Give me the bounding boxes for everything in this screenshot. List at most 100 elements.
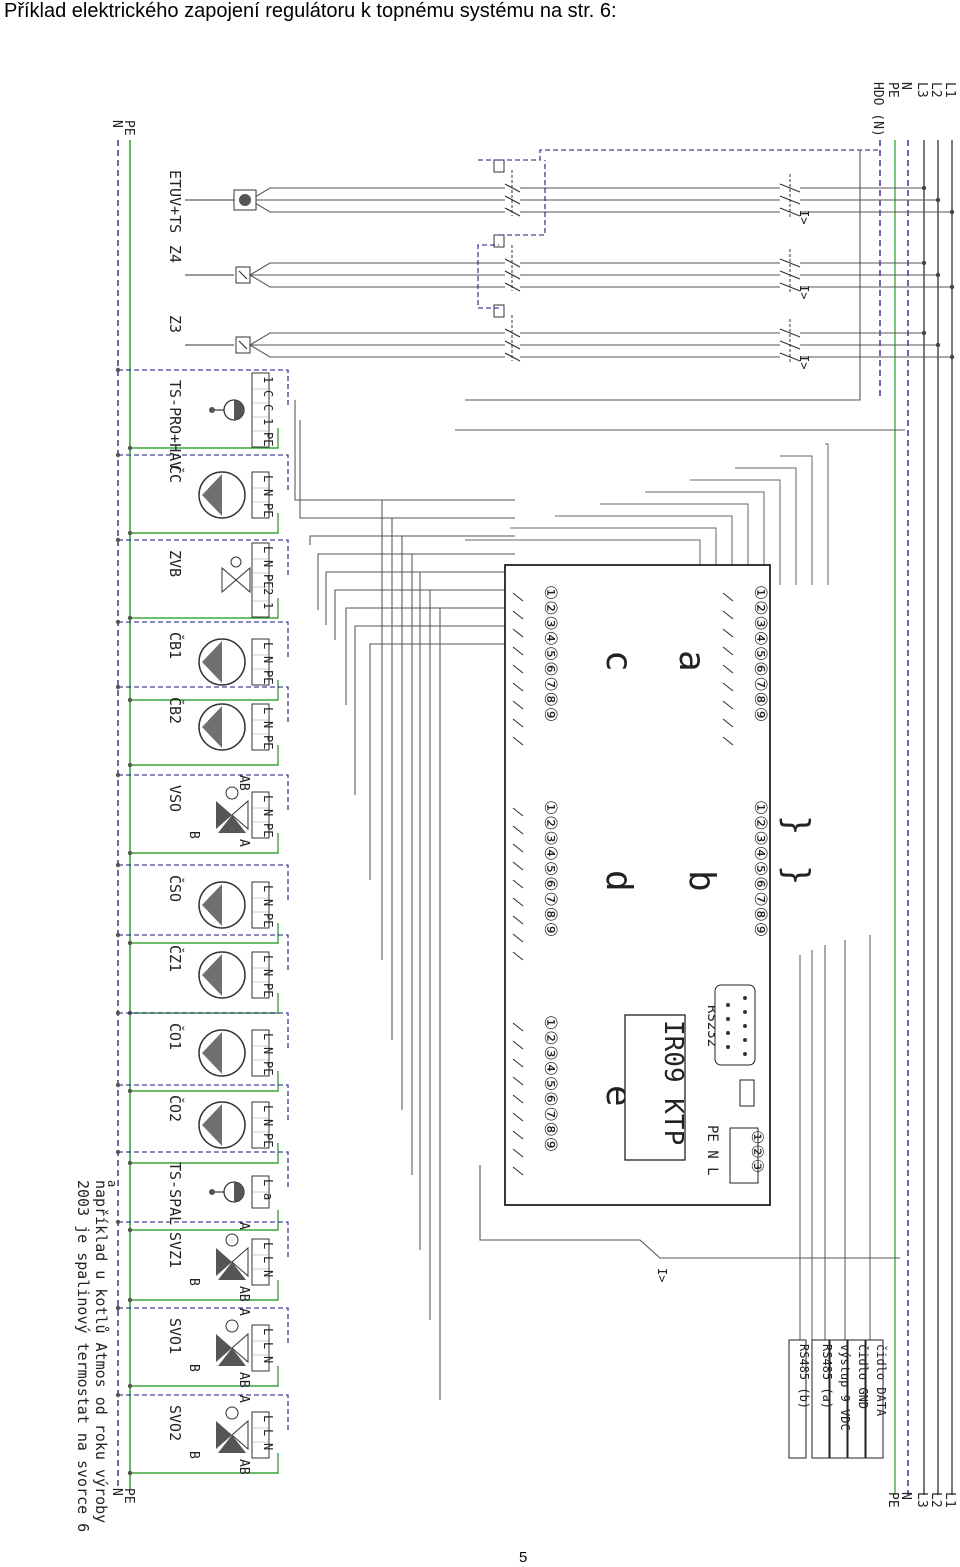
- terminal-contact: [512, 682, 524, 692]
- valve-port-label: AB: [236, 1459, 251, 1475]
- breaker-label: I>: [797, 285, 811, 299]
- heater-phase-wire: [249, 344, 505, 358]
- breaker-label: I>: [655, 1268, 669, 1282]
- junction-dot: [127, 1297, 133, 1303]
- terminal-contact: [512, 1058, 524, 1068]
- load-label: VSO: [166, 785, 184, 812]
- valve-actuator: [225, 1319, 239, 1333]
- rs232-pin: [726, 1003, 730, 1007]
- brace-b2: }: [776, 865, 816, 885]
- block-letter-c: c: [598, 650, 639, 672]
- relay-wire: [735, 467, 797, 585]
- terminal-label: N: [261, 1047, 275, 1054]
- heater-phase-wire: [249, 332, 505, 346]
- thermostat-fill: [234, 1182, 244, 1202]
- junction-dot: [127, 1088, 133, 1094]
- terminal-contact: [512, 807, 524, 817]
- heater-symbol: [239, 194, 251, 206]
- junction-dot: [115, 862, 121, 868]
- valve-port-label: AB: [236, 1372, 251, 1388]
- terminal-contact: [722, 628, 734, 638]
- pe-branch-wire: [130, 1453, 279, 1474]
- right-bus-label-bottom: L3: [914, 1492, 929, 1508]
- terminal-label: L: [261, 1328, 275, 1335]
- terminal-contact: [512, 1112, 524, 1122]
- signal-label: výstup 9 VDC: [838, 1344, 852, 1431]
- thermostat-dot: [209, 1189, 215, 1195]
- control-wire: [334, 589, 515, 640]
- heater-phase-wire: [249, 187, 505, 201]
- load-label: TS-SPAL: [166, 1162, 184, 1225]
- terminal-contact: [512, 1076, 524, 1086]
- signal-label: RS485 (a): [820, 1344, 834, 1409]
- valve-port-label: AB: [236, 775, 251, 791]
- terminal-label: PE: [261, 983, 275, 997]
- contactor-coil: [493, 159, 505, 173]
- valve-half: [235, 566, 251, 594]
- valve-actuator: [225, 1233, 239, 1247]
- terminal-strip: [251, 1411, 270, 1459]
- signal-label: RS485 (b): [797, 1344, 811, 1409]
- terminal-contact: [512, 843, 524, 853]
- right-bus-label-top: PE: [885, 82, 900, 98]
- pump-icon: [198, 1029, 246, 1077]
- load-label: ČZ1: [166, 945, 185, 972]
- junction-dot: [921, 185, 927, 191]
- terminal-contact: [512, 1022, 524, 1032]
- terminal-label: L: [261, 642, 275, 649]
- terminal-label: L: [261, 1256, 275, 1263]
- heater-phase-wire: [249, 199, 505, 213]
- terminal-strip: [251, 881, 270, 929]
- footnote-line1: například u kotlů Atmos od roku výroby: [92, 1180, 110, 1523]
- terminal-label: N: [261, 1356, 275, 1363]
- valve-port-label: B: [186, 1451, 201, 1459]
- junction-dot: [949, 209, 955, 215]
- block-letter-a: a: [671, 650, 712, 672]
- relay-wire: [600, 503, 749, 585]
- control-wire: [391, 517, 515, 1040]
- valve-half: [231, 1332, 249, 1364]
- junction-dot: [127, 445, 133, 451]
- junction-dot: [115, 772, 121, 778]
- right-bus-label-bottom: L1: [942, 1492, 957, 1508]
- load-z3: Z3: [166, 315, 251, 354]
- valve-half: [231, 799, 249, 831]
- terminal-block-c-digits: ①②③④⑤⑥⑦⑧⑨: [540, 585, 560, 722]
- terminal-contact: [512, 1166, 524, 1176]
- three-way-valve-icon: [216, 801, 232, 829]
- terminal-contact: [722, 718, 734, 728]
- valve-half: [231, 1419, 249, 1451]
- block-letter-b: b: [681, 870, 722, 892]
- terminal-contact: [512, 1130, 524, 1140]
- terminal-strip: [251, 1238, 270, 1286]
- terminal-contact: [722, 646, 734, 656]
- n-branch-wire: [118, 1394, 289, 1430]
- wiring: I>I>I>I>: [115, 149, 955, 1476]
- n-branch-wire: [118, 454, 289, 490]
- terminal-label: N: [261, 721, 275, 728]
- terminal-label: L: [261, 1429, 275, 1436]
- terminal-label: a: [261, 1193, 275, 1200]
- breaker-label: I>: [797, 210, 811, 224]
- terminal-strip: [251, 638, 270, 686]
- control-wire: [381, 499, 515, 960]
- right-bus-label-bottom: N: [898, 1492, 913, 1500]
- valve-half: [218, 1348, 246, 1366]
- junction-dot: [127, 1470, 133, 1476]
- junction-dot: [127, 762, 133, 768]
- terminal-contact: [512, 825, 524, 835]
- terminal-contact: [512, 1148, 524, 1158]
- pe-branch-wire: [130, 1210, 279, 1231]
- terminal-block-d: ①②③④⑤⑥⑦⑧⑨: [512, 800, 560, 961]
- page-number: 5: [519, 1549, 528, 1566]
- signal-label: čidlo DATA: [874, 1344, 888, 1417]
- right-bus-label-bottom: PE: [885, 1492, 900, 1508]
